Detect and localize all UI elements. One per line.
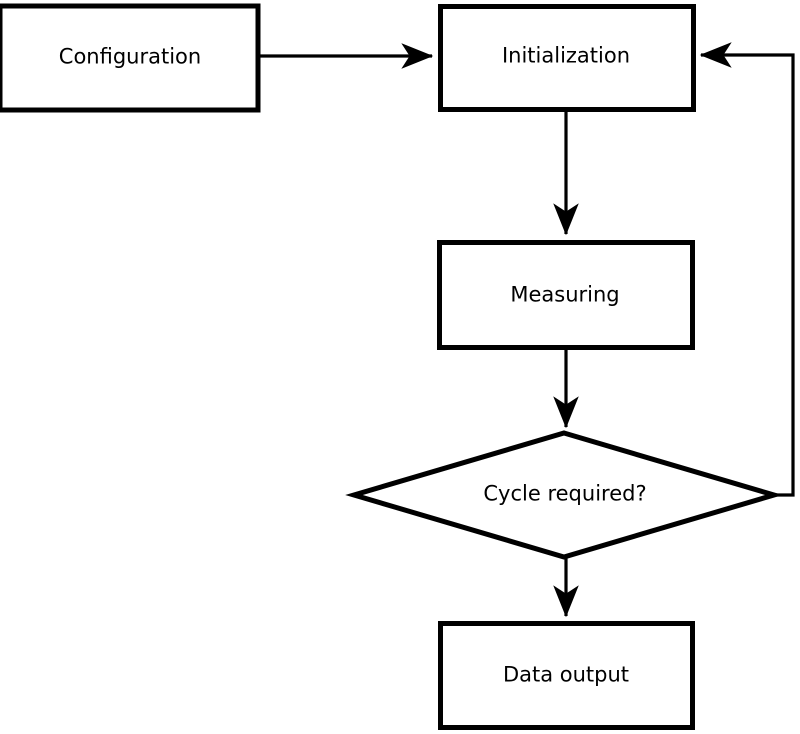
node-initialization-shape[interactable] <box>438 4 696 112</box>
node-data-output-shape[interactable] <box>438 621 695 730</box>
node-cycle-required-shape[interactable] <box>345 430 783 560</box>
node-measuring-shape[interactable] <box>437 240 695 350</box>
edge-cycle-required-to-initialization <box>699 42 795 497</box>
node-configuration-shape[interactable] <box>0 3 261 113</box>
